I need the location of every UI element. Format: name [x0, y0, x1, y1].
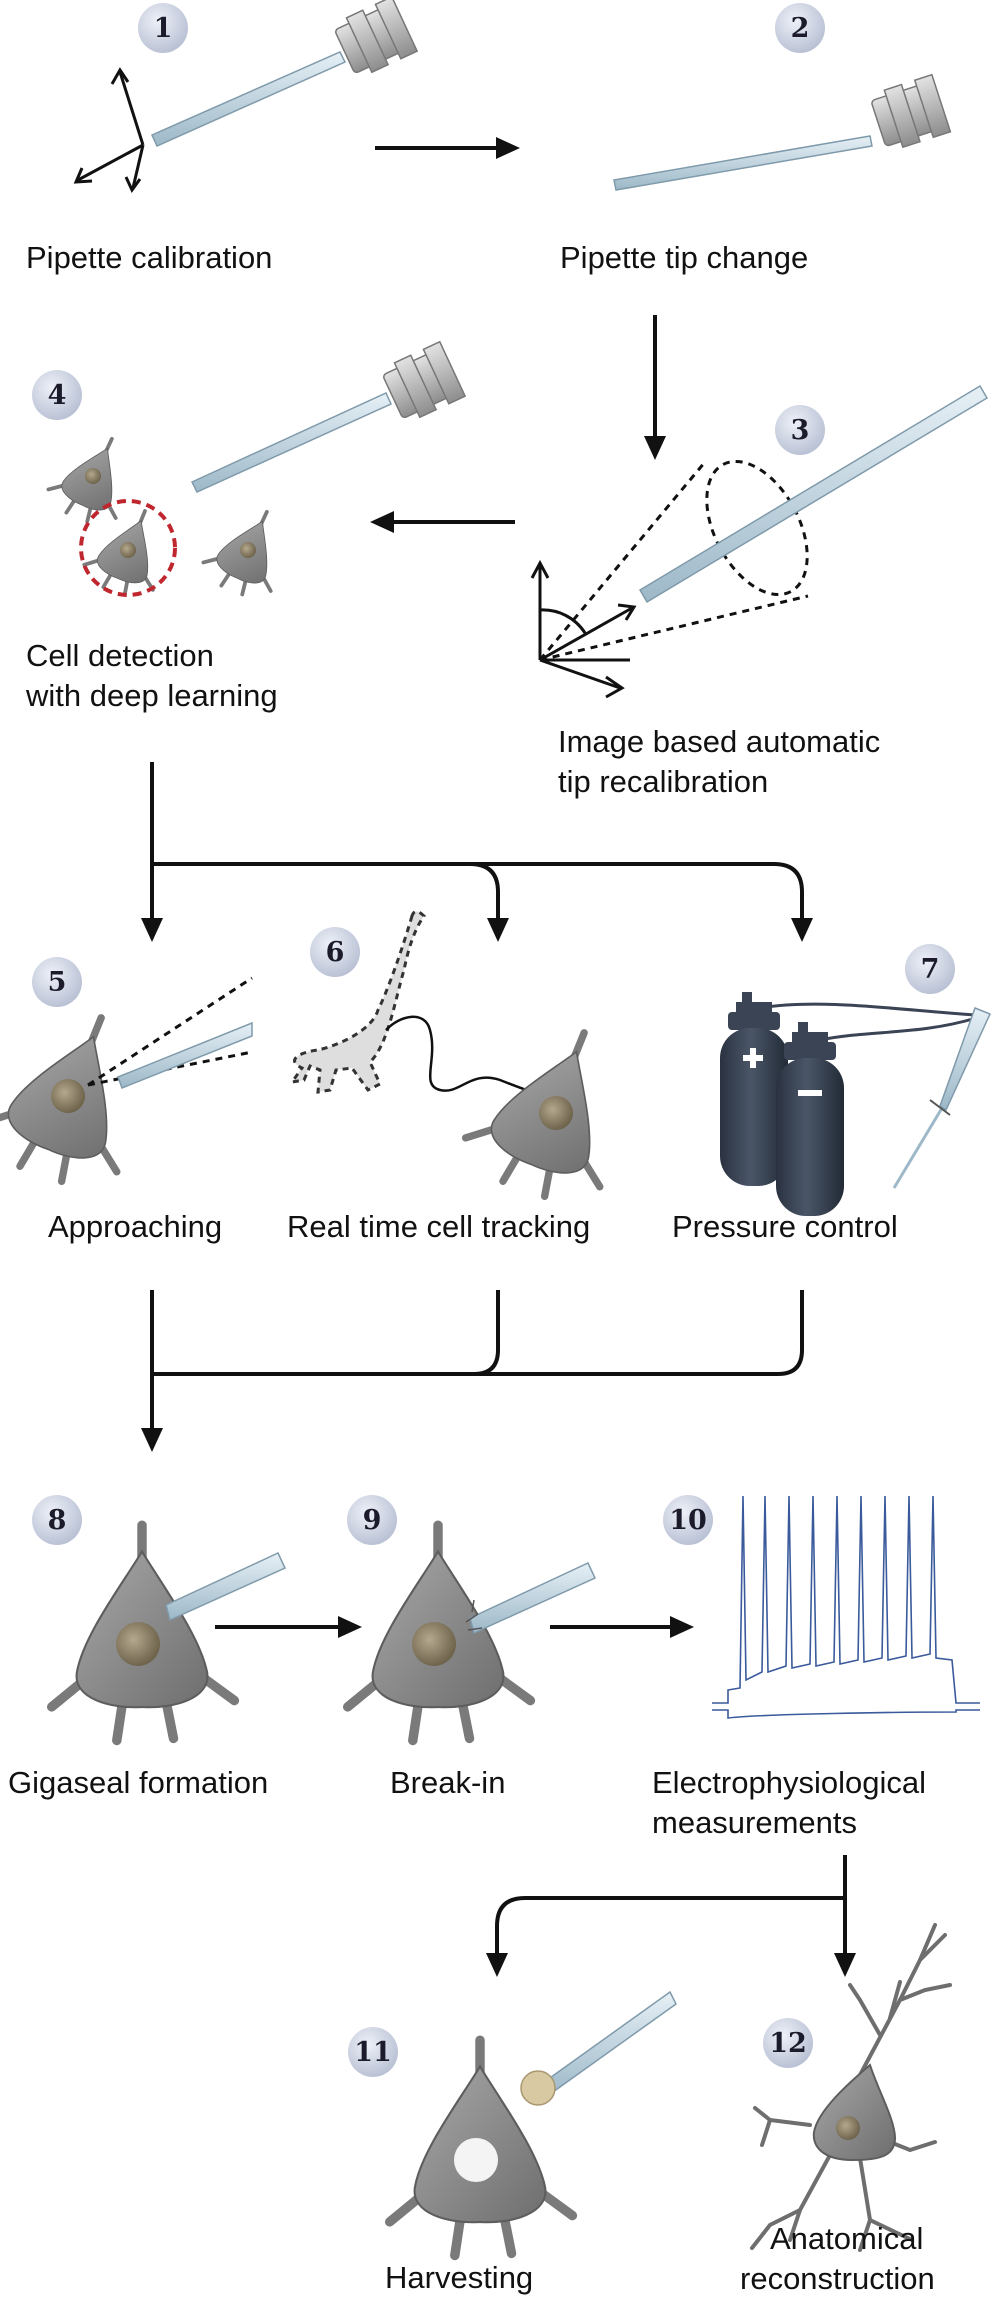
step-badge-12: 12 — [763, 2018, 813, 2068]
recalibration-cone-icon — [538, 384, 989, 662]
svg-text:5: 5 — [48, 967, 67, 998]
step-label-9: Break-in — [390, 1765, 505, 1800]
step-label-6: Real time cell tracking — [287, 1209, 590, 1244]
step-1-pipette-calibration: 1 Pipette calibration — [26, 0, 419, 275]
step-label-4-line-1: Cell detection — [26, 638, 214, 673]
positive-pressure-tank-icon: + — [720, 992, 788, 1186]
step-badge-6: 6 — [310, 927, 360, 977]
negative-pressure-tank-icon — [776, 1022, 844, 1216]
step-4-cell-detection: 4 Cell detection with deep learning — [25, 340, 467, 713]
arrow-2-to-3 — [644, 315, 666, 460]
step-10-electrophysiology: 10 Electrophysiological measurements — [652, 1495, 980, 1840]
step-badge-9: 9 — [347, 1495, 397, 1545]
svg-text:1: 1 — [154, 13, 173, 44]
step-9-break-in: 9 Break-in — [347, 1495, 596, 1800]
step-badge-11: 11 — [348, 2027, 398, 2077]
harvested-nucleus — [520, 2070, 556, 2106]
step-badge-7: 7 — [905, 944, 955, 994]
pipette-icon — [892, 1007, 992, 1189]
step-label-3-line-2: tip recalibration — [558, 764, 768, 799]
step-badge-5: 5 — [32, 957, 82, 1007]
step-label-5: Approaching — [48, 1209, 222, 1244]
svg-text:9: 9 — [363, 1505, 382, 1536]
arrow-1-to-2 — [375, 137, 520, 159]
step-11-harvesting: 11 Harvesting — [348, 1990, 677, 2295]
cell-icon — [390, 2040, 573, 2255]
step-5-approaching: 5 Approaching — [0, 957, 253, 1244]
step-label-10-line-2: measurements — [652, 1805, 857, 1840]
tubing — [759, 1002, 977, 1042]
detected-cell-icon — [77, 495, 182, 607]
step-badge-8: 8 — [32, 1495, 82, 1545]
step-8-gigaseal-formation: 8 Gigaseal formation — [8, 1495, 287, 1800]
step-label-4-line-2: with deep learning — [25, 678, 278, 713]
step-7-pressure-control: 7 + Pressure control — [672, 944, 992, 1244]
axes-icon — [530, 559, 637, 699]
previous-cell-outline-icon — [288, 910, 426, 1094]
cell-icon — [40, 421, 148, 535]
step-label-8: Gigaseal formation — [8, 1765, 268, 1800]
step-3-tip-recalibration: 3 Image based automatic tip recalibratio… — [530, 384, 989, 799]
svg-text:11: 11 — [354, 2037, 392, 2068]
svg-text:8: 8 — [48, 1505, 67, 1536]
cell-icon — [348, 1525, 531, 1740]
step-badge-1: 1 — [138, 3, 188, 53]
step-badge-4: 4 — [32, 370, 82, 420]
svg-text:10: 10 — [669, 1505, 707, 1536]
cell-icon — [52, 1525, 235, 1740]
step-label-12-line-2: reconstruction — [740, 2261, 935, 2296]
svg-text:6: 6 — [326, 937, 345, 968]
pipette-icon — [613, 73, 952, 191]
pipette-icon — [165, 1552, 287, 1622]
tracking-path — [385, 1015, 549, 1100]
axes-icon — [73, 67, 145, 193]
cell-icon — [195, 494, 303, 608]
pipette-icon — [190, 340, 467, 493]
step-badge-3: 3 — [775, 405, 825, 455]
pipette-icon — [520, 1990, 677, 2106]
svg-text:4: 4 — [48, 380, 67, 411]
step-label-10-line-1: Electrophysiological — [652, 1765, 926, 1800]
arrow-10-to-11-12 — [486, 1855, 856, 1977]
reconstructed-neuron-icon — [750, 1923, 952, 2252]
voltage-trace-icon — [712, 1495, 980, 1719]
cell-icon — [0, 991, 168, 1200]
svg-text:3: 3 — [791, 415, 810, 446]
cell-icon — [456, 1006, 651, 1215]
step-label-7: Pressure control — [672, 1209, 898, 1244]
step-label-12-line-1: Anatomical — [770, 2221, 923, 2256]
pipette-icon — [465, 1562, 596, 1635]
detection-circle — [79, 499, 177, 597]
arrow-3-to-4 — [370, 511, 515, 533]
arrow-8-to-9 — [215, 1616, 362, 1638]
arrow-5-6-7-to-8 — [141, 1290, 804, 1452]
step-badge-10: 10 — [663, 1495, 713, 1545]
svg-text:12: 12 — [769, 2028, 807, 2059]
svg-text:7: 7 — [921, 954, 940, 985]
step-12-anatomical-reconstruction: 12 Anatomical reconstruction — [740, 1923, 952, 2296]
arrow-4-to-5-6-7 — [141, 762, 813, 942]
pipette-icon — [151, 0, 419, 147]
step-label-11: Harvesting — [385, 2260, 533, 2295]
arrow-9-to-10 — [550, 1616, 694, 1638]
step-badge-2: 2 — [775, 3, 825, 53]
step-label-2: Pipette tip change — [560, 240, 808, 275]
svg-text:2: 2 — [791, 13, 810, 44]
approach-cone-icon — [87, 976, 253, 1089]
step-6-cell-tracking: 6 Real time cell tracking — [287, 910, 651, 1244]
cell-icon — [812, 2063, 897, 2162]
step-2-pipette-tip-change: 2 Pipette tip change — [560, 3, 952, 275]
step-label-1: Pipette calibration — [26, 240, 272, 275]
svg-text:+: + — [744, 1065, 745, 1067]
step-label-3-line-1: Image based automatic — [558, 724, 880, 759]
